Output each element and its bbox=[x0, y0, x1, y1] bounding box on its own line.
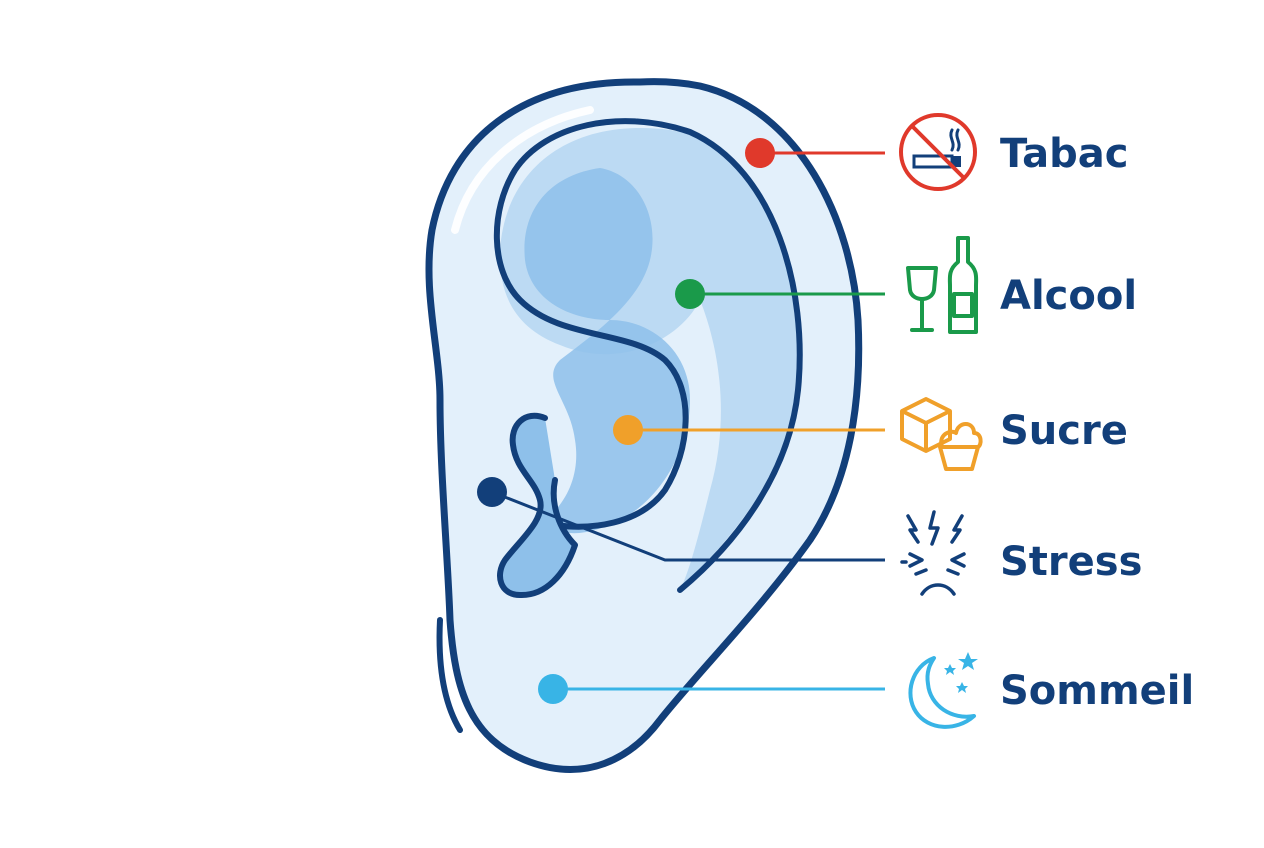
ear-lobe-line bbox=[436, 617, 463, 733]
label-stress: Stress bbox=[1000, 539, 1142, 585]
label-sucre: Sucre bbox=[1000, 408, 1128, 454]
ear-tragus bbox=[497, 413, 578, 599]
no-smoking-icon bbox=[899, 113, 977, 191]
connector-stress bbox=[491, 490, 885, 562]
points bbox=[477, 138, 775, 704]
ear-concha bbox=[524, 168, 690, 534]
connectors bbox=[491, 151, 885, 691]
stress-face-icon bbox=[900, 510, 966, 596]
ear-helix-inner-line bbox=[493, 118, 803, 593]
labels: Tabac Alcool Sucre Stress Sommeil bbox=[1000, 131, 1194, 714]
point-sommeil bbox=[538, 674, 568, 704]
label-alcool: Alcool bbox=[1000, 273, 1137, 319]
ear-highlight bbox=[451, 106, 594, 234]
sugar-cube-icon bbox=[900, 397, 983, 471]
label-sommeil: Sommeil bbox=[1000, 668, 1194, 714]
ear-illustration bbox=[425, 78, 863, 773]
point-alcool bbox=[675, 279, 705, 309]
moon-stars-icon bbox=[908, 652, 978, 729]
point-tabac bbox=[745, 138, 775, 168]
point-stress bbox=[477, 477, 507, 507]
point-sucre bbox=[613, 415, 643, 445]
wine-bottle-icon bbox=[906, 236, 979, 334]
label-tabac: Tabac bbox=[1000, 131, 1128, 177]
